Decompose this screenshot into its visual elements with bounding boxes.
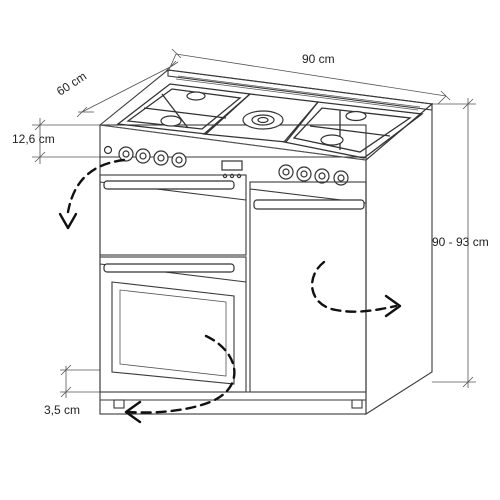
width-label: 90 cm: [302, 52, 335, 66]
burner-front-left: [160, 115, 182, 127]
burner-rear-right: [345, 110, 367, 122]
top-left-door-handle: [103, 180, 235, 190]
bottom-left-oven-door: [99, 256, 247, 393]
burner-rear-left: [186, 91, 206, 101]
plinth-dimension: 3,5 cm: [44, 364, 100, 417]
right-oven-door: [249, 181, 367, 393]
left-control-knobs: [103, 145, 187, 168]
top-section-dimension: 12,6 cm: [12, 118, 100, 164]
right-grate: [282, 101, 424, 159]
hob: [116, 83, 424, 159]
top-section-label: 12,6 cm: [12, 132, 55, 146]
bottom-left-door-handle: [103, 263, 235, 273]
vent-slots: [175, 75, 421, 111]
bottom-left-swing-arrow: [126, 334, 236, 414]
top-left-oven-door: [99, 174, 247, 256]
width-dimension: 90 cm: [167, 48, 451, 105]
burner-front-right: [320, 134, 344, 146]
top-left-swing-arrow: [66, 158, 126, 214]
plinth-label: 3,5 cm: [44, 403, 80, 417]
oven-window: [111, 281, 235, 385]
depth-dimension: 60 cm: [54, 60, 179, 118]
front-left-foot: [113, 399, 125, 409]
height-dimension: 90 - 93 cm: [432, 98, 489, 388]
ignition-button: [103, 145, 113, 155]
right-door-handle: [253, 199, 365, 210]
depth-label: 60 cm: [54, 69, 89, 99]
door-swing-arrows: [58, 158, 402, 424]
right-swing-arrow: [311, 260, 398, 313]
front-right-foot: [351, 399, 363, 409]
height-label: 90 - 93 cm: [432, 235, 489, 249]
